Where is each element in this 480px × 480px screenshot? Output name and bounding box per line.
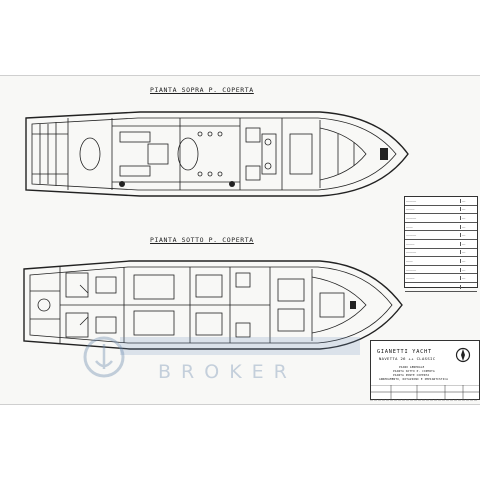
title-block: GIANETTI YACHT NAVETTA 26 ++ CLASSIC PIA…: [370, 340, 480, 400]
drawing-line-1: PIANO GENERALE: [399, 365, 425, 369]
spec-row: ——————: [405, 257, 477, 266]
spec-row: ————————: [405, 231, 477, 240]
spec-row: ————————: [405, 197, 477, 206]
drawing-line-4: ARREDAMENTO, DOTAZIONI E IMPIANTISTICA: [379, 377, 449, 381]
revision-strip: [370, 399, 478, 401]
spec-row: ————————: [405, 283, 477, 292]
spec-row: ——————: [405, 223, 477, 232]
compass-logo-icon: [455, 347, 471, 363]
spec-row: ———————: [405, 206, 477, 215]
upper-deck-plan: [25, 111, 409, 197]
yacht-model: NAVETTA 26 ++ CLASSIC: [379, 356, 436, 361]
shipyard-name: GIANETTI YACHT: [377, 349, 432, 355]
spec-row: ———————: [405, 240, 477, 249]
title-block-grid: [371, 385, 479, 399]
broker-watermark: BROKER: [158, 361, 297, 383]
spec-row: ————————: [405, 266, 477, 275]
upper-plan-title: PIANTA SOPRA P. COPERTA: [150, 86, 254, 94]
spec-row: ————————: [405, 249, 477, 258]
anchor-circle-icon: [83, 336, 125, 378]
spec-row: ———————: [405, 274, 477, 283]
lower-plan-title: PIANTA SOTTO P. COPERTA: [150, 236, 254, 244]
watermark-band: [120, 337, 360, 355]
spec-row: ————————: [405, 214, 477, 223]
specification-table: ———————— ——————— ———————— —————— ———————…: [404, 196, 478, 292]
drawing-line-2: PIANTA SOTTO P. COPERTA: [393, 369, 435, 373]
drawing-line-3: PIANTA PONTE COPERTA: [393, 373, 430, 377]
lower-deck-plan: [23, 260, 403, 350]
